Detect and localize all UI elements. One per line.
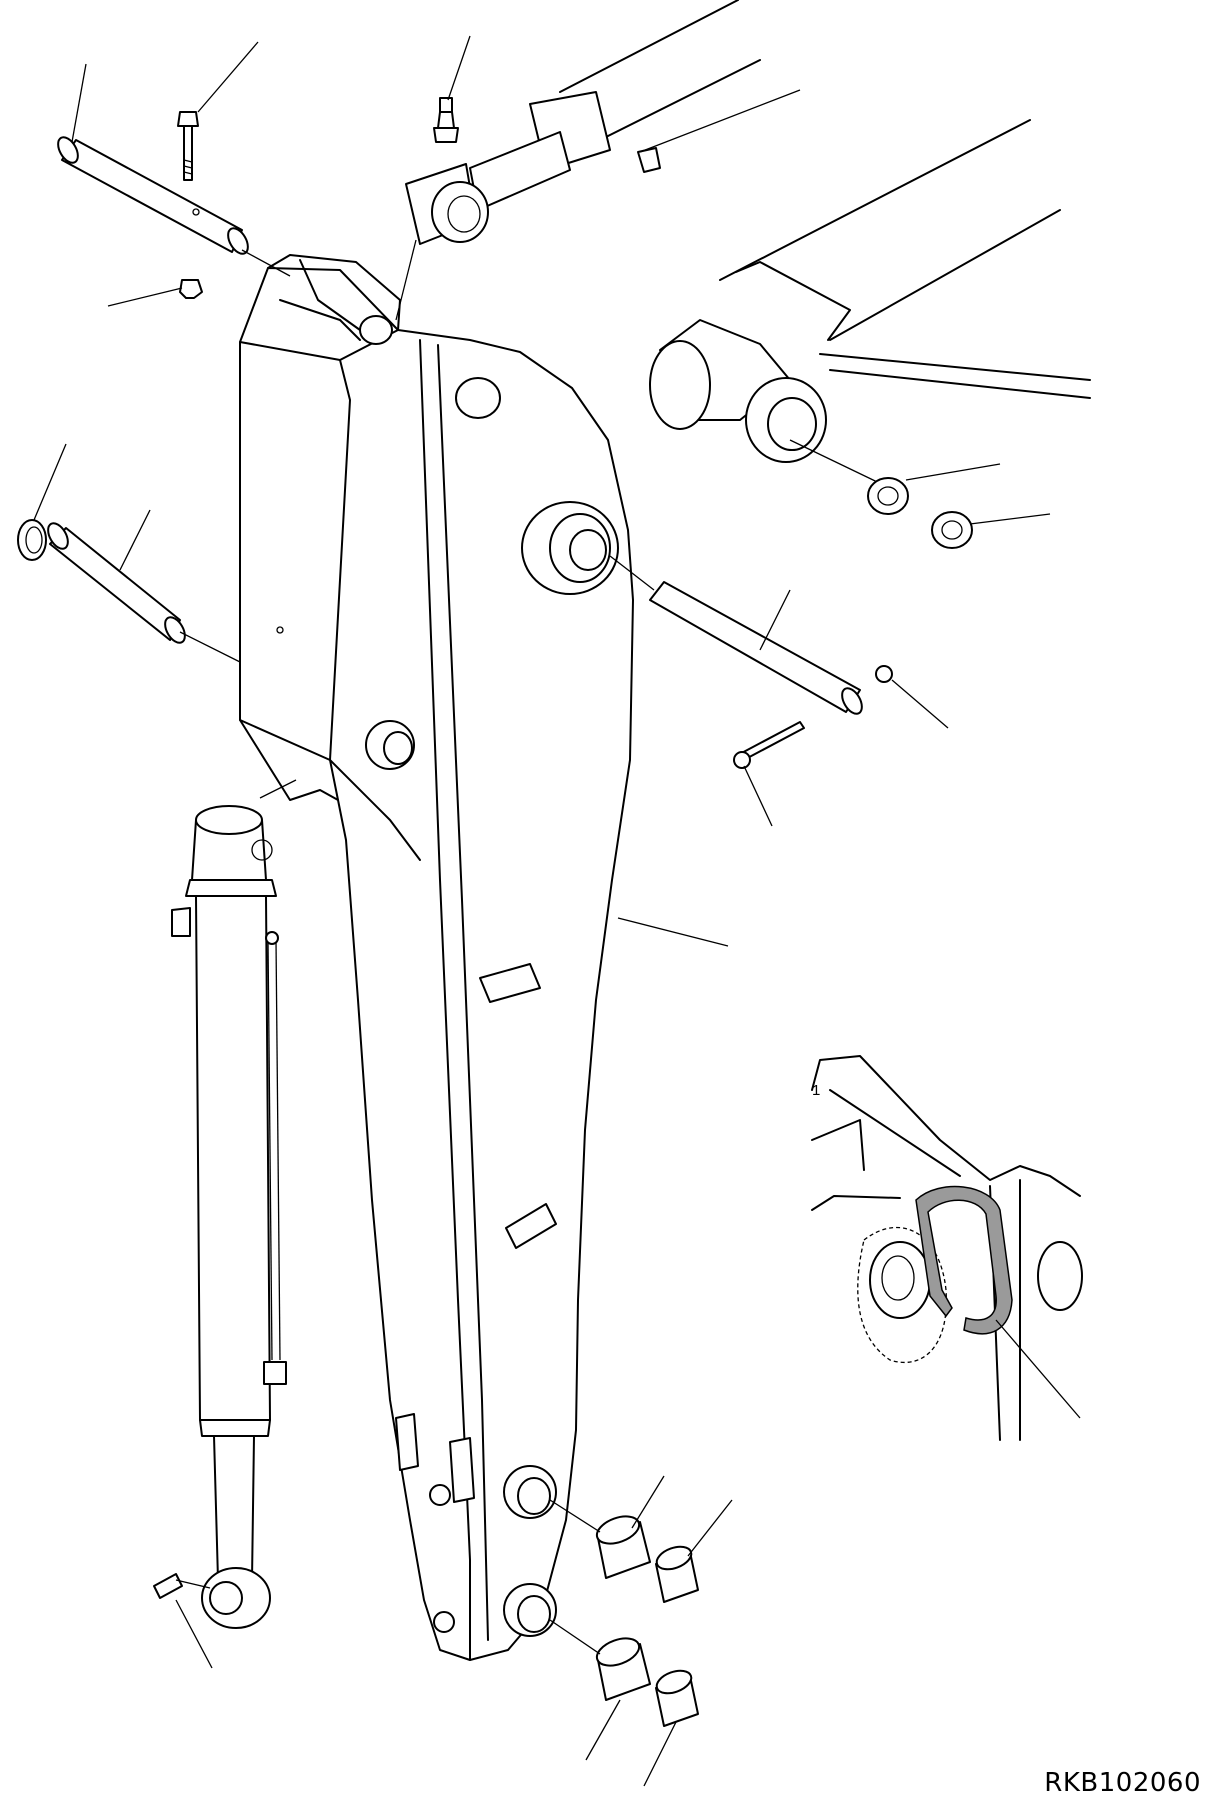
callout-leaders xyxy=(33,35,1051,1787)
inset-index-mark: 1 xyxy=(812,1082,821,1099)
bucket-cylinder xyxy=(153,779,297,1629)
left-pin-assembly xyxy=(17,519,241,663)
top-pin-assembly xyxy=(57,111,291,299)
right-pin-assembly xyxy=(609,477,973,769)
drawing-reference-code: RKB102060 xyxy=(1044,1768,1201,1798)
arm-body xyxy=(239,254,634,1661)
boom-cylinder-rod xyxy=(395,0,801,321)
top-grease-nipple xyxy=(433,97,459,143)
boom-end xyxy=(649,119,1091,493)
detail-inset xyxy=(811,1055,1083,1441)
bottom-bushings xyxy=(549,1499,699,1727)
